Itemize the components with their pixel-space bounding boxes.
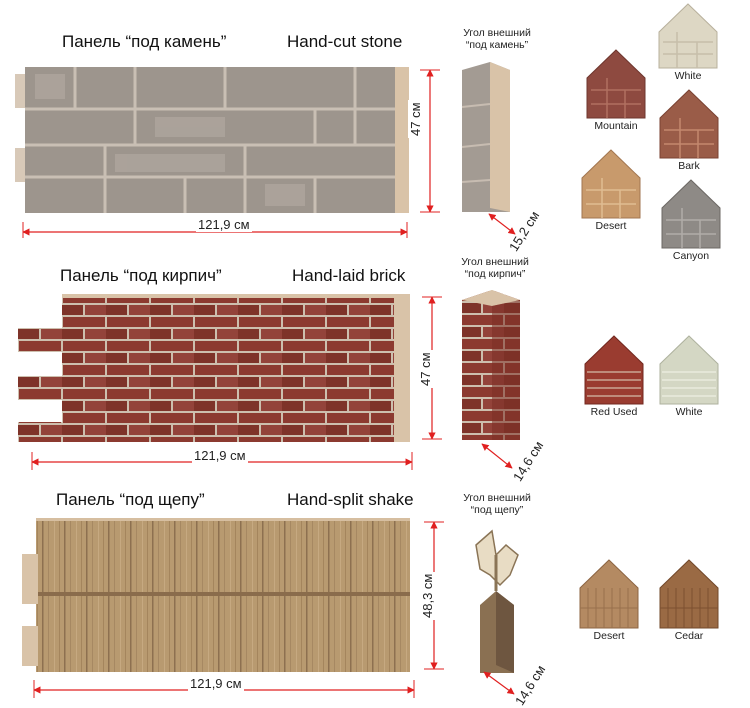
stone-width-label: 121,9 см xyxy=(196,217,252,232)
house-mountain-icon xyxy=(586,49,646,119)
shake-width-label: 121,9 см xyxy=(188,676,244,691)
brick-panel-image xyxy=(18,294,410,442)
house-shake-desert-icon xyxy=(579,559,639,629)
stone-panel-image xyxy=(15,67,409,213)
stone-swatch-mountain: Mountain xyxy=(585,48,647,132)
brick-corner-caption-line1: Угол внешний xyxy=(461,256,529,268)
shake-corner-dimension xyxy=(483,671,515,695)
shake-swatch-desert: Desert xyxy=(578,558,640,642)
stone-width-dimension xyxy=(22,222,408,238)
shake-title-en: Hand-split shake xyxy=(287,490,414,509)
stone-height-label: 47 см xyxy=(408,100,423,138)
brick-corner-image xyxy=(462,290,520,440)
stone-title-en: Hand-cut stone xyxy=(287,32,403,51)
house-bark-icon xyxy=(659,89,719,159)
brick-width-label: 121,9 см xyxy=(192,448,248,463)
stone-corner-caption-line2: “под камень” xyxy=(465,39,529,51)
shake-corner-caption: Угол внешний “под щепу” xyxy=(452,492,542,516)
brick-swatch-red-used: Red Used xyxy=(583,334,645,418)
brick-swatch-white: White xyxy=(658,334,720,418)
stone-swatch-white: White xyxy=(657,2,719,82)
brick-height-label: 47 см xyxy=(418,350,433,388)
shake-height-label: 48,3 см xyxy=(420,571,435,620)
stone-corner-dimension xyxy=(488,213,516,235)
shake-corner-caption-line1: Угол внешний xyxy=(463,492,531,504)
house-canyon-icon xyxy=(661,179,721,249)
shake-title-ru: Панель “под щепу” xyxy=(56,490,205,509)
house-shake-cedar-icon xyxy=(659,559,719,629)
stone-corner-image xyxy=(461,62,510,212)
brick-title-en: Hand-laid brick xyxy=(292,266,406,285)
shake-panel-image xyxy=(22,518,410,672)
house-desert-icon xyxy=(581,149,641,219)
brick-corner-caption: Угол внешний “под кирпич” xyxy=(450,256,540,280)
brick-title-ru: Панель “под кирпич” xyxy=(60,266,222,285)
stone-corner-caption: Угол внешний “под камень” xyxy=(452,27,542,51)
shake-swatch-cedar: Cedar xyxy=(658,558,720,642)
house-red-used-icon xyxy=(584,335,644,405)
stone-height-dimension xyxy=(420,69,440,213)
stone-swatch-desert: Desert xyxy=(580,148,642,232)
house-white-icon xyxy=(658,3,718,69)
shake-corner-caption-line2: “под щепу” xyxy=(470,504,524,516)
stone-swatch-canyon: Canyon xyxy=(660,178,722,262)
stone-swatch-bark: Bark xyxy=(658,88,720,172)
house-brick-white-icon xyxy=(659,335,719,405)
brick-corner-caption-line2: “под кирпич” xyxy=(464,268,526,280)
brick-corner-dimension xyxy=(481,443,513,469)
stone-title-ru: Панель “под камень” xyxy=(62,32,227,51)
stone-corner-caption-line1: Угол внешний xyxy=(463,27,531,39)
shake-corner-image xyxy=(475,529,519,673)
